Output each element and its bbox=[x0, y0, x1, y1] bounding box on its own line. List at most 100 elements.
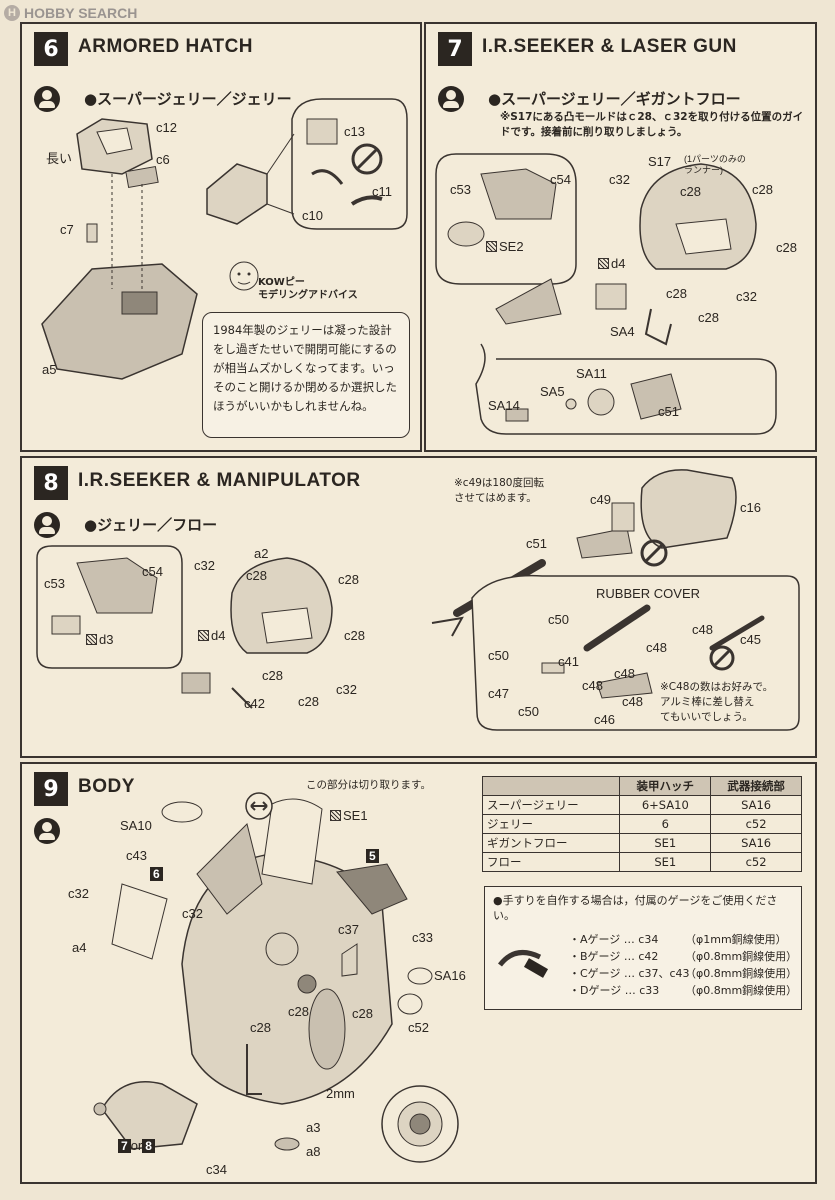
label-c11: c11 bbox=[372, 184, 392, 199]
single-person-icon bbox=[34, 86, 60, 112]
label-c28-a: c28 bbox=[288, 1004, 309, 1019]
gauge-list: ・Aゲージ … c34 ・Bゲージ … c42 ・Cゲージ … c37、c43 … bbox=[569, 931, 690, 999]
handrail-gauge-box: ●手すりを自作する場合は，付属のゲージをご使用ください。 ・Aゲージ … c34… bbox=[484, 886, 802, 1010]
step-number: 7 bbox=[438, 32, 472, 66]
table-cell: 6 bbox=[619, 814, 712, 834]
step-9-panel: 9 BODY この部分は切り取ります。 SA10 c43 6 SE1 5 c32… bbox=[20, 762, 817, 1184]
label-sa10: SA10 bbox=[120, 818, 152, 833]
label-rubber-cover: RUBBER COVER bbox=[596, 586, 701, 601]
body-diagram bbox=[93, 792, 459, 1163]
label-c28-b: c28 bbox=[338, 572, 359, 587]
table-cell: SA16 bbox=[710, 795, 802, 815]
label-c32-a: c32 bbox=[68, 886, 89, 901]
single-person-icon bbox=[438, 86, 464, 112]
label-c28-b: c28 bbox=[752, 182, 773, 197]
label-c6: c6 bbox=[156, 152, 170, 167]
variant-label: ●ジェリー／フロー bbox=[84, 516, 218, 534]
label-se2: SE2 bbox=[486, 239, 524, 254]
step-7-panel: 7 I.R.SEEKER & LASER GUN ●スーパージェリー／ギガントフ… bbox=[424, 22, 817, 452]
table-cell: SA16 bbox=[710, 833, 802, 853]
label-c32-b: c32 bbox=[336, 682, 357, 697]
label-c48-e: c48 bbox=[692, 622, 713, 637]
variant-label: ●スーパージェリー／ジェリー bbox=[84, 90, 292, 108]
label-c53: c53 bbox=[44, 576, 65, 591]
label-s17: S17 bbox=[648, 154, 672, 169]
label-c48-b: c48 bbox=[614, 666, 635, 681]
step-title: BODY bbox=[78, 776, 135, 797]
gauge-item: ・Cゲージ … c37、c43 bbox=[569, 967, 690, 980]
hatch-swatch-icon bbox=[486, 241, 497, 252]
label-c49: c49 bbox=[590, 492, 611, 507]
label-c16: c16 bbox=[740, 500, 761, 515]
step-5-ref-label: 5 bbox=[366, 848, 379, 863]
variant-label: ●スーパージェリー／ギガントフロー bbox=[488, 90, 741, 108]
label-a3: a3 bbox=[306, 1120, 321, 1135]
gauge-wire: （φ1mm銅線使用） bbox=[685, 933, 787, 946]
guide-note: ※S17にある凸モールドはｃ28、ｃ32を取り付ける位置のガイドです。接着前に削… bbox=[500, 111, 804, 138]
table-header-cell bbox=[481, 776, 621, 796]
modeling-advice-box: 1984年製のジェリーは凝った設計をし過ぎたせいで開閉可能にするのが相当ムズかし… bbox=[202, 312, 410, 438]
step-number: 6 bbox=[34, 32, 68, 66]
step-number: 8 bbox=[34, 466, 68, 500]
gauge-title: ●手すりを自作する場合は，付属のゲージをご使用ください。 bbox=[493, 894, 778, 922]
label-c28-d: c28 bbox=[666, 286, 687, 301]
label-c46: c46 bbox=[594, 712, 615, 727]
table-cell: SE1 bbox=[619, 852, 712, 872]
hobby-search-logo-icon: H bbox=[4, 5, 20, 21]
label-d4: d4 bbox=[598, 256, 625, 271]
hatch-swatch-icon bbox=[198, 630, 209, 641]
table-row: スーパージェリー 6+SA10 SA16 bbox=[481, 795, 802, 815]
step-8-panel: 8 I.R.SEEKER & MANIPULATOR ●ジェリー／フロー ※c4… bbox=[20, 456, 817, 758]
label-c28-e: c28 bbox=[698, 310, 719, 325]
manipulator-diagram bbox=[36, 469, 800, 731]
label-d3: d3 bbox=[86, 632, 113, 647]
label-c48-c: c48 bbox=[622, 694, 643, 709]
label-se1: SE1 bbox=[330, 808, 368, 823]
label-c37: c37 bbox=[338, 922, 359, 937]
variant-combination-table: 装甲ハッチ 武器接続部 スーパージェリー 6+SA10 SA16 ジェリー 6 … bbox=[481, 776, 802, 872]
label-c52: c52 bbox=[408, 1020, 429, 1035]
label-a5: a5 bbox=[42, 362, 57, 377]
advice-header: KOWピー モデリングアドバイス bbox=[258, 277, 358, 301]
label-sa4: SA4 bbox=[610, 324, 635, 339]
step-6-panel: 6 ARMORED HATCH ●スーパージェリー／ジェリー c12 長い c6 bbox=[20, 22, 422, 452]
label-c28-c: c28 bbox=[776, 240, 797, 255]
label-c33: c33 bbox=[412, 930, 433, 945]
table-cell: スーパージェリー bbox=[481, 795, 621, 815]
label-c48-a: c48 bbox=[582, 678, 603, 693]
gauge-wire-list: （φ1mm銅線使用） （φ0.8mm銅線使用） （φ0.8mm銅線使用） （φ0… bbox=[685, 931, 797, 999]
hobby-search-watermark: H HOBBY SEARCH bbox=[4, 4, 137, 22]
label-c32-a: c32 bbox=[194, 558, 215, 573]
table-cell: c52 bbox=[710, 814, 802, 834]
label-a2: a2 bbox=[254, 546, 269, 561]
label-d4: d4 bbox=[198, 628, 225, 643]
table-cell: 6+SA10 bbox=[619, 795, 712, 815]
label-c50-c: c50 bbox=[518, 704, 539, 719]
label-c28-e: c28 bbox=[298, 694, 319, 709]
table-cell: フロー bbox=[481, 852, 621, 872]
hatch-swatch-icon bbox=[598, 258, 609, 269]
label-c42: c42 bbox=[244, 696, 265, 711]
label-c51: c51 bbox=[658, 404, 679, 419]
armored-hatch-diagram bbox=[41, 98, 408, 380]
label-c34: c34 bbox=[206, 1162, 227, 1177]
label-c50-a: c50 bbox=[548, 612, 569, 627]
table-header-cell: 装甲ハッチ bbox=[619, 776, 712, 796]
label-c45: c45 bbox=[740, 632, 761, 647]
label-c13: c13 bbox=[344, 124, 365, 139]
laser-gun-diagram bbox=[435, 153, 777, 435]
label-long-side: 長い bbox=[46, 151, 73, 166]
step-title: ARMORED HATCH bbox=[78, 36, 254, 57]
label-c41: c41 bbox=[558, 654, 579, 669]
step-number: 9 bbox=[34, 772, 68, 806]
label-c43: c43 bbox=[126, 848, 147, 863]
label-a8: a8 bbox=[306, 1144, 321, 1159]
label-c28-a: c28 bbox=[246, 568, 267, 583]
label-c7: c7 bbox=[60, 222, 74, 237]
label-c54: c54 bbox=[550, 172, 571, 187]
rotation-note: ※c49は180度回転 させてはめます。 bbox=[454, 477, 544, 504]
table-cell: ジェリー bbox=[481, 814, 621, 834]
label-c28-c: c28 bbox=[250, 1020, 271, 1035]
hatch-swatch-icon bbox=[86, 634, 97, 645]
